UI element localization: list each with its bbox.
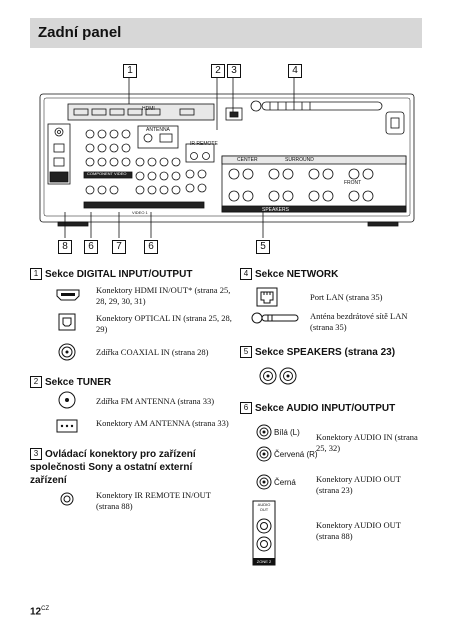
lan-description: Port LAN (strana 35) bbox=[310, 292, 383, 302]
title-bar: Zadní panel bbox=[30, 18, 422, 48]
audio-out-description: Konektory AUDIO OUT (strana 23) bbox=[316, 474, 401, 495]
ir-remote-jack-icon bbox=[60, 492, 74, 506]
callout-1: 1 bbox=[123, 64, 137, 78]
audio-out-panel-label: AUDIO OUT bbox=[257, 502, 271, 512]
callout-5: 5 bbox=[256, 240, 270, 254]
callout-8: 8 bbox=[58, 240, 72, 254]
surround-label: SURROUND bbox=[285, 157, 314, 163]
section-5-title: Sekce SPEAKERS (strana 23) bbox=[255, 347, 396, 358]
optical-port-icon bbox=[58, 313, 76, 331]
fm-antenna-description: Zdířka FM ANTENNA (strana 33) bbox=[96, 396, 215, 406]
callout-7: 7 bbox=[112, 240, 126, 254]
ir-remote-label: IR REMOTE bbox=[190, 141, 218, 147]
video1-label: VIDEO 1 bbox=[132, 210, 148, 215]
audio-in-description: Konektory AUDIO IN (strana 25, 32) bbox=[316, 432, 418, 453]
coaxial-description: Zdířka COAXIAL IN (strana 28) bbox=[96, 347, 209, 357]
am-antenna-terminal-icon bbox=[56, 419, 78, 433]
zone2-audio-out-icon bbox=[252, 500, 276, 566]
section-5-number: 5 bbox=[240, 346, 252, 358]
lan-port-icon bbox=[256, 287, 278, 307]
page-suffix: CZ bbox=[41, 606, 50, 612]
component-video-label: COMPONENT VIDEO bbox=[87, 171, 127, 176]
antenna-label: ANTENNA bbox=[146, 127, 170, 133]
callout-3: 3 bbox=[227, 64, 241, 78]
callout-6a: 6 bbox=[84, 240, 98, 254]
center-label: CENTER bbox=[237, 157, 258, 163]
callout-4: 4 bbox=[288, 64, 302, 78]
speaker-terminal-icon bbox=[259, 367, 297, 385]
callout-2: 2 bbox=[211, 64, 225, 78]
wireless-antenna-icon bbox=[251, 312, 299, 324]
section-1-title: Sekce DIGITAL INPUT/OUTPUT bbox=[45, 269, 193, 280]
coaxial-jack-icon bbox=[58, 343, 76, 361]
section-2-number: 2 bbox=[30, 376, 42, 388]
optical-description: Konektory OPTICAL IN (strana 25, 28, 29) bbox=[96, 313, 232, 334]
section-2-title: Sekce TUNER bbox=[45, 377, 112, 388]
hdmi-label: HDMI bbox=[142, 106, 155, 112]
section-4-number: 4 bbox=[240, 268, 252, 280]
page-number: 12CZ bbox=[30, 606, 49, 617]
fm-antenna-jack-icon bbox=[58, 391, 76, 409]
front-label: FRONT bbox=[344, 180, 362, 186]
black-audio-jack-icon bbox=[256, 474, 272, 490]
rear-panel-diagram bbox=[39, 78, 415, 238]
zone2-label: ZONE 2 bbox=[256, 559, 272, 564]
am-antenna-description: Konektory AM ANTENNA (strana 33) bbox=[96, 418, 229, 428]
red-audio-jack-icon bbox=[256, 446, 272, 462]
hdmi-port-icon bbox=[56, 289, 80, 301]
zone2-audio-out-description: Konektory AUDIO OUT (strana 88) bbox=[316, 520, 401, 541]
ir-remote-description: Konektory IR REMOTE IN/OUT (strana 88) bbox=[96, 490, 211, 511]
callout-6b: 6 bbox=[144, 240, 158, 254]
section-3-number: 3 bbox=[30, 448, 42, 460]
speakers-label: SPEAKERS bbox=[262, 207, 289, 213]
page-title: Zadní panel bbox=[38, 24, 122, 41]
section-3-title: Ovládací konektory pro zařízení společno… bbox=[30, 449, 196, 486]
page-number-value: 12 bbox=[30, 606, 42, 618]
section-6-title: Sekce AUDIO INPUT/OUTPUT bbox=[255, 403, 396, 414]
hdmi-description: Konektory HDMI IN/OUT* (strana 25, 28, 2… bbox=[96, 285, 231, 306]
section-1-number: 1 bbox=[30, 268, 42, 280]
white-label: Bílá (L) bbox=[274, 428, 300, 437]
section-6-number: 6 bbox=[240, 402, 252, 414]
red-label: Červená (R) bbox=[274, 450, 318, 459]
white-audio-jack-icon bbox=[256, 424, 272, 440]
wireless-description: Anténa bezdrátové sítě LAN (strana 35) bbox=[310, 311, 408, 332]
black-label: Černá bbox=[274, 478, 296, 487]
section-4-title: Sekce NETWORK bbox=[255, 269, 339, 280]
